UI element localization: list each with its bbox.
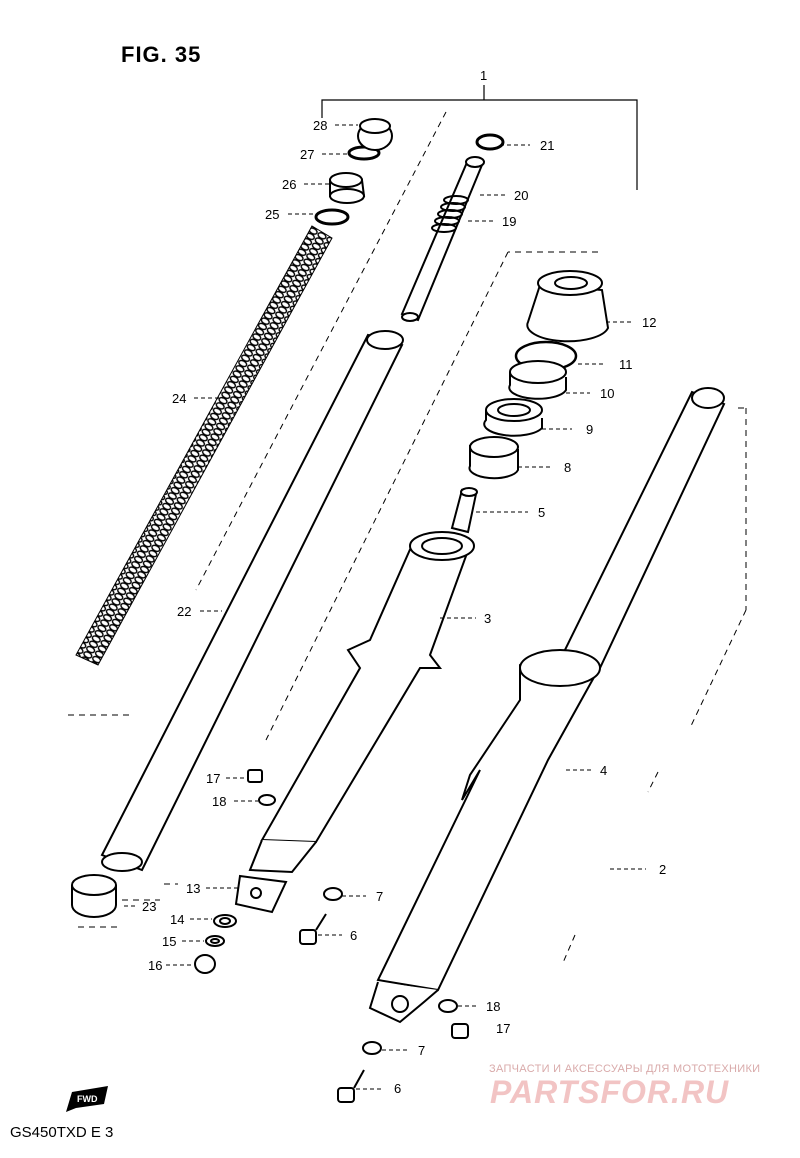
label-6b: 6: [394, 1081, 401, 1096]
model-code: GS450TXD E 3: [10, 1124, 114, 1141]
fwd-arrow-icon: FWD: [64, 1084, 110, 1119]
label-11: 11: [619, 357, 633, 372]
label-22: 22: [177, 604, 191, 619]
fork-spring-24: [75, 225, 333, 666]
assembly-bracket-1: [321, 85, 638, 190]
washer-18b: [438, 999, 458, 1013]
damper-rod-20: [400, 156, 485, 322]
label-18a: 18: [212, 794, 226, 809]
washer-15: [205, 935, 225, 947]
bushing-8: [468, 436, 519, 480]
washer-14: [213, 914, 237, 928]
label-13: 13: [186, 881, 200, 896]
label-7b: 7: [418, 1043, 425, 1058]
label-17a: 17: [206, 771, 220, 786]
label-16: 16: [148, 958, 162, 973]
figure-title: FIG. 35: [121, 42, 202, 67]
label-8: 8: [564, 460, 571, 475]
label-2: 2: [659, 862, 666, 877]
ring-21: [475, 133, 505, 151]
watermark-brand: PARTSFOR.RU: [490, 1074, 730, 1110]
cylinder-5: [450, 487, 478, 534]
rebound-spring-19: [431, 195, 469, 233]
outer-tube-4: [368, 387, 726, 1024]
cap-28: [357, 118, 393, 151]
label-4: 4: [600, 763, 607, 778]
label-leaders: [124, 124, 646, 1090]
dust-boot-12: [526, 270, 610, 343]
fasteners: [194, 769, 469, 1103]
washer-7b: [362, 1041, 382, 1055]
washer-18a: [258, 794, 276, 806]
oil-seal-10: [508, 360, 567, 400]
label-18b: 18: [486, 999, 500, 1014]
label-14: 14: [170, 912, 184, 927]
label-6a: 6: [350, 928, 357, 943]
label-12: 12: [642, 315, 656, 330]
oil-lock-23: [71, 874, 117, 918]
cap-bolt-26: [329, 172, 366, 204]
outer-tube-3: [234, 531, 475, 914]
bolt-6b: [337, 1069, 365, 1103]
label-20: 20: [514, 188, 528, 203]
label-26: 26: [282, 177, 296, 192]
label-23: 23: [142, 899, 156, 914]
leader-lines: [68, 111, 747, 966]
label-5: 5: [538, 505, 545, 520]
bleed-screw-17a: [247, 769, 263, 783]
watermark-tagline: ЗАПЧАСТИ И АКСЕССУАРЫ ДЛЯ МОТОТЕХНИКИ: [489, 1063, 761, 1075]
washer-7a: [323, 887, 343, 901]
label-24: 24: [172, 391, 186, 406]
label-19: 19: [502, 214, 516, 229]
label-17b: 17: [496, 1021, 510, 1036]
label-28: 28: [313, 118, 327, 133]
bolt-6a: [299, 913, 327, 945]
label-21: 21: [540, 138, 554, 153]
nut-16: [194, 954, 216, 974]
label-7a: 7: [376, 889, 383, 904]
label-27: 27: [300, 147, 314, 162]
seal-ring-25: [314, 208, 350, 226]
label-10: 10: [600, 386, 614, 401]
label-25: 25: [265, 207, 279, 222]
label-15: 15: [162, 934, 176, 949]
bleed-screw-17b: [451, 1023, 469, 1039]
label-3: 3: [484, 611, 491, 626]
part-labels: 1 28 27 26 25 21 20 19 24 22 12 11 10 9 …: [142, 68, 666, 1096]
inner-tube-22: [100, 330, 404, 872]
label-1: 1: [480, 68, 487, 83]
washer-9: [483, 398, 543, 437]
label-9: 9: [586, 422, 593, 437]
fwd-label: FWD: [77, 1094, 98, 1104]
